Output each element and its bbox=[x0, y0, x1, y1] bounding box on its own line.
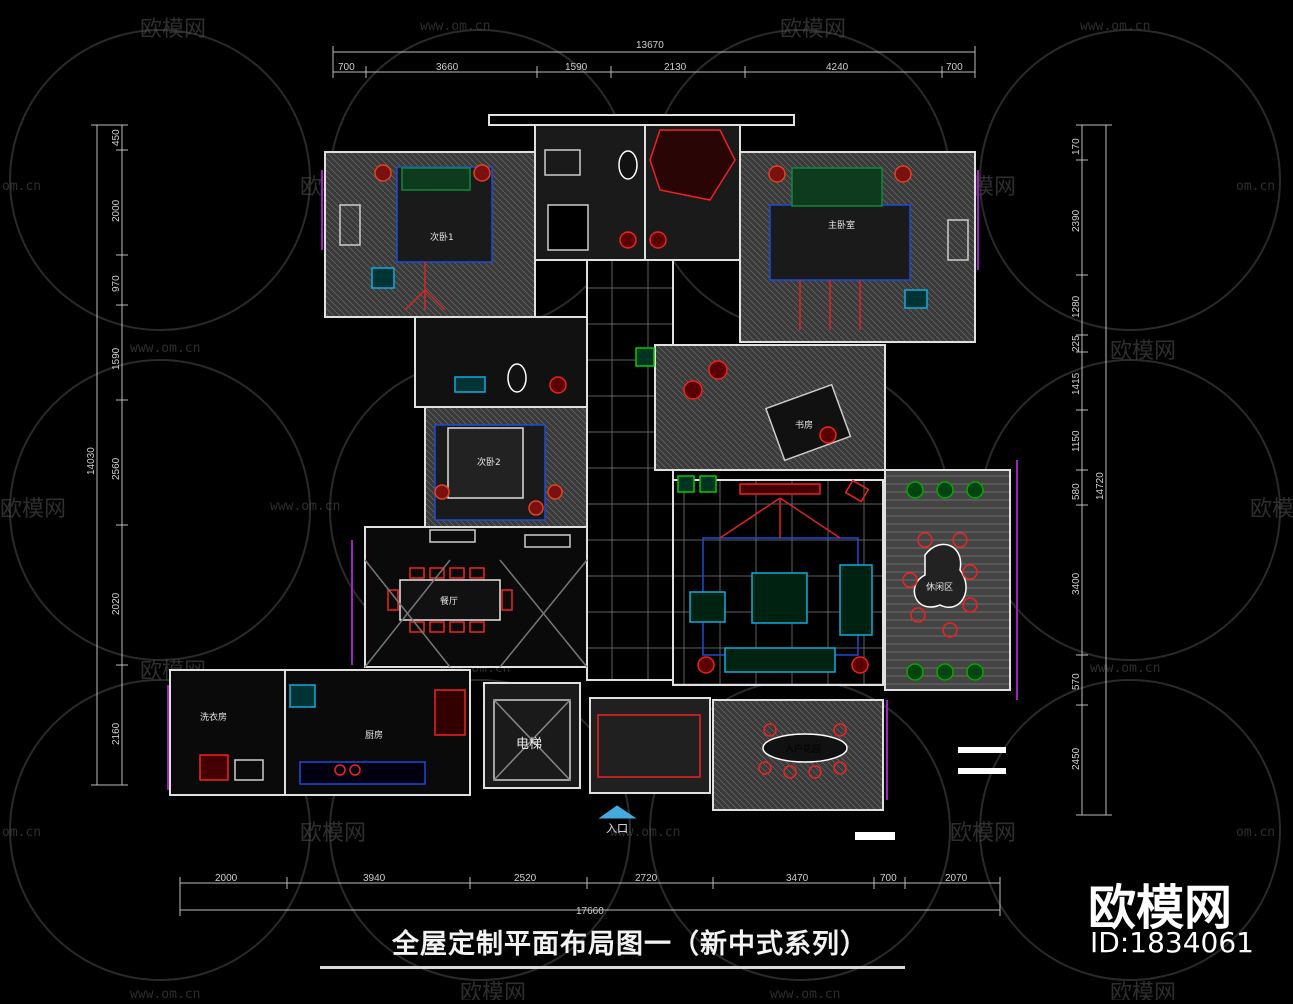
watermark-brand: 欧模网 bbox=[460, 981, 526, 1000]
dim-right: 1280 bbox=[1071, 295, 1082, 318]
dim-bottom: 2520 bbox=[514, 873, 537, 884]
exterior-marks bbox=[855, 747, 1006, 840]
watermark-brand: 欧模网 bbox=[300, 821, 366, 846]
watermark-brand: 欧模网 bbox=[1110, 339, 1176, 364]
room-label-leisure: 休闲区 bbox=[926, 581, 953, 593]
entrance-arrow-icon bbox=[598, 805, 637, 819]
wall-accents bbox=[167, 170, 1018, 800]
dim-right: 580 bbox=[1071, 483, 1082, 500]
watermark-brand: 欧模网 bbox=[140, 17, 206, 42]
watermark-url: www.om.cn bbox=[130, 987, 200, 1000]
dim-top: 700 bbox=[946, 62, 963, 73]
watermark-circles bbox=[9, 29, 1281, 981]
watermark-url: www.om.cn bbox=[130, 341, 200, 356]
dim-left-total: 14030 bbox=[86, 447, 97, 475]
dim-top: 3660 bbox=[436, 62, 459, 73]
drawing-title: 全屋定制平面布局图一（新中式系列） bbox=[392, 929, 868, 960]
dim-top-total: 13670 bbox=[636, 40, 664, 51]
dim-right: 1415 bbox=[1071, 372, 1082, 395]
room-label-entrance: 入口 bbox=[606, 822, 628, 835]
room-labels: 次卧1 主卧室 次卧2 书房 餐厅 洗衣房 厨房 电梯 入户花园 休闲区 入口 bbox=[200, 219, 953, 835]
dim-right: 2390 bbox=[1071, 209, 1082, 232]
dim-right: 225 bbox=[1071, 335, 1082, 352]
brand-id: ID:1834061 bbox=[1090, 926, 1254, 959]
watermark-url: www.om.cn bbox=[270, 499, 340, 514]
dim-left: 2020 bbox=[111, 592, 122, 615]
watermark-brand: 欧模网 bbox=[0, 497, 66, 522]
room-label-kitchen: 厨房 bbox=[365, 729, 383, 741]
watermark-url: om.cn bbox=[1236, 825, 1275, 840]
dim-bottom-total: 17660 bbox=[576, 906, 604, 917]
dim-right: 2450 bbox=[1071, 747, 1082, 770]
watermark-url: www.om.cn bbox=[1080, 19, 1150, 34]
dim-bottom: 700 bbox=[880, 873, 897, 884]
dim-left: 2000 bbox=[111, 199, 122, 222]
dim-bottom: 3940 bbox=[363, 873, 386, 884]
watermark-brand: 欧模网 bbox=[950, 821, 1016, 846]
room-label-entry-garden: 入户花园 bbox=[785, 743, 821, 755]
dim-left: 1590 bbox=[111, 347, 122, 370]
watermark-url: om.cn bbox=[2, 825, 41, 840]
room-label-laundry: 洗衣房 bbox=[200, 711, 227, 723]
dim-left: 2160 bbox=[111, 722, 122, 745]
title-underline bbox=[320, 966, 905, 969]
watermark-url: www.om.cn bbox=[610, 825, 680, 840]
dim-right: 3400 bbox=[1071, 572, 1082, 595]
dim-left: 450 bbox=[111, 129, 122, 146]
walls bbox=[169, 114, 1011, 811]
dim-bottom: 3470 bbox=[786, 873, 809, 884]
watermark-url: www.om.cn bbox=[770, 987, 840, 1000]
room-label-master: 主卧室 bbox=[828, 219, 855, 231]
dim-top: 4240 bbox=[826, 62, 849, 73]
watermark-url: om.cn bbox=[1236, 179, 1275, 194]
watermark-url: www.om.cn bbox=[420, 19, 490, 34]
dim-right: 1150 bbox=[1071, 430, 1082, 452]
dim-top: 1590 bbox=[565, 62, 588, 73]
dim-bottom: 2070 bbox=[945, 873, 968, 884]
room-label-dining: 餐厅 bbox=[440, 595, 458, 607]
room-label-study: 书房 bbox=[795, 419, 813, 431]
watermark-brand: 欧模网 bbox=[1250, 497, 1293, 522]
dim-bottom: 2000 bbox=[215, 873, 238, 884]
watermark-brand: 欧模网 bbox=[1110, 981, 1176, 1000]
dim-bottom: 2720 bbox=[635, 873, 658, 884]
room-label-elevator: 电梯 bbox=[516, 737, 542, 752]
dim-right-total: 14720 bbox=[1095, 472, 1106, 500]
dim-right: 570 bbox=[1071, 673, 1082, 690]
dim-top: 2130 bbox=[664, 62, 687, 73]
dim-right: 170 bbox=[1071, 138, 1082, 155]
furniture bbox=[199, 129, 984, 785]
watermark-url: www.om.cn bbox=[1090, 661, 1160, 676]
room-label-bedroom3: 次卧2 bbox=[477, 456, 501, 468]
dimension-texts: 13670 700 3660 1590 2130 4240 700 2000 3… bbox=[86, 40, 1106, 917]
dim-top: 700 bbox=[338, 62, 355, 73]
room-label-bedroom2: 次卧1 bbox=[430, 231, 454, 243]
watermark-brand: 欧模网 bbox=[780, 17, 846, 42]
dim-left: 2560 bbox=[111, 457, 122, 480]
dim-left: 970 bbox=[111, 275, 122, 292]
brand-logo: 欧模网 bbox=[1088, 880, 1233, 936]
dimension-lines bbox=[91, 46, 1112, 916]
watermark-url: om.cn bbox=[2, 179, 41, 194]
